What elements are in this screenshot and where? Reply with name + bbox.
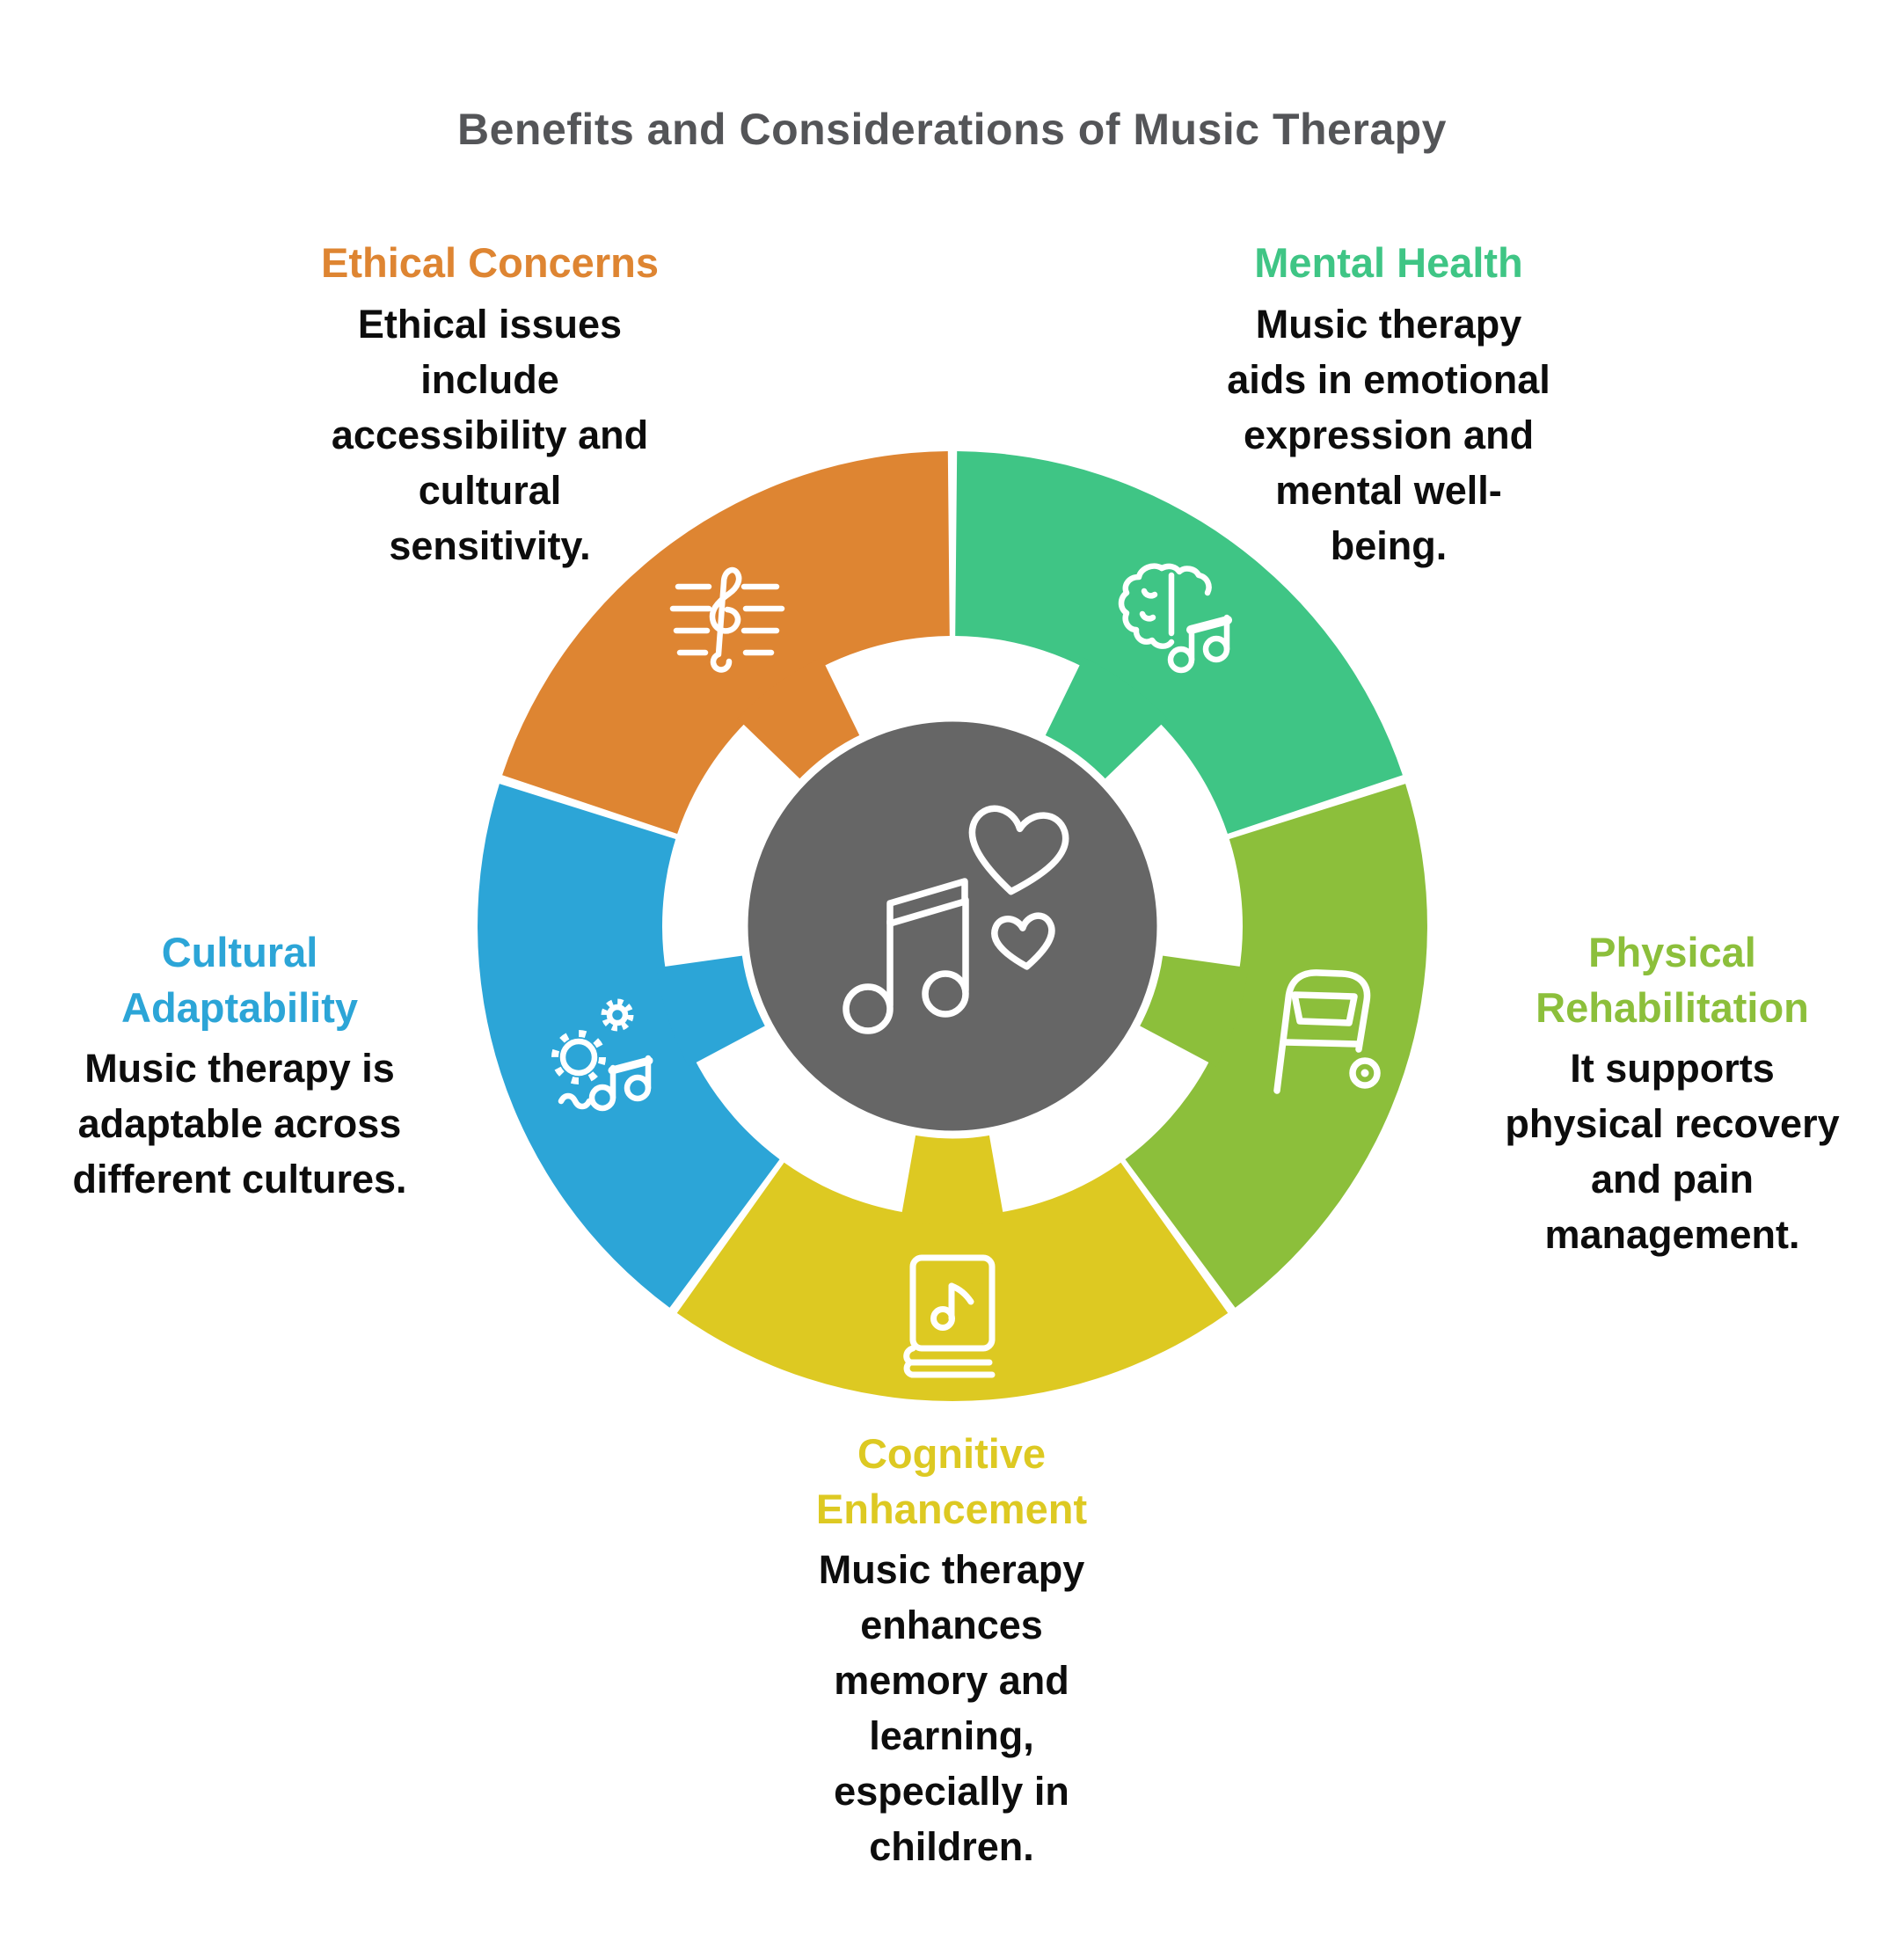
segment-cultural-adaptability <box>478 784 780 1308</box>
segment-cognitive-enhancement <box>676 1162 1229 1402</box>
segment-physical-rehabilitation <box>1125 784 1427 1308</box>
page-title: Benefits and Considerations of Music The… <box>457 105 1447 154</box>
section-cognitive-enhancement-description: Music therapy enhances memory and learni… <box>818 1547 1085 1869</box>
music-book-icon <box>903 1254 996 1378</box>
segment-cultural-adaptability-tab <box>656 954 774 1067</box>
gears-music-note-icon <box>551 998 653 1112</box>
segment-mental-health <box>955 451 1403 834</box>
section-cognitive-enhancement-heading: Cognitive Enhancement <box>815 1430 1088 1532</box>
section-physical-rehabilitation: Physical Rehabilitation It supports phys… <box>1441 925 1904 1262</box>
brain-music-note-icon <box>1118 563 1232 674</box>
section-cultural-adaptability-heading: Cultural Adaptability <box>121 929 358 1031</box>
section-physical-rehabilitation-description: It supports physical recovery and pain m… <box>1505 1046 1840 1257</box>
segment-physical-rehabilitation-tab <box>1131 954 1249 1067</box>
segment-cognitive-enhancement-tab <box>901 1125 1004 1225</box>
section-mental-health-heading: Mental Health <box>1254 239 1523 286</box>
section-ethical-concerns: Ethical Concerns Ethical issues include … <box>226 236 754 573</box>
section-mental-health: Mental Health Music therapy aids in emot… <box>1119 236 1659 573</box>
section-mental-health-description: Music therapy aids in emotional expressi… <box>1227 301 1550 568</box>
section-cultural-adaptability-description: Music therapy is adaptable across differ… <box>72 1046 407 1201</box>
section-cultural-adaptability: Cultural Adaptability Music therapy is a… <box>0 925 479 1207</box>
section-ethical-concerns-heading: Ethical Concerns <box>321 239 659 286</box>
center-circle <box>740 713 1165 1139</box>
music-note-with-hearts-icon <box>843 805 1069 1034</box>
section-ethical-concerns-description: Ethical issues include accessibility and… <box>331 301 649 568</box>
section-cognitive-enhancement: Cognitive Enhancement Music therapy enha… <box>688 1427 1215 1874</box>
section-physical-rehabilitation-heading: Physical Rehabilitation <box>1536 929 1809 1031</box>
treble-clef-staff-icon <box>669 566 785 673</box>
walker-icon <box>1273 969 1381 1094</box>
segment-ethical-concerns <box>502 451 950 834</box>
